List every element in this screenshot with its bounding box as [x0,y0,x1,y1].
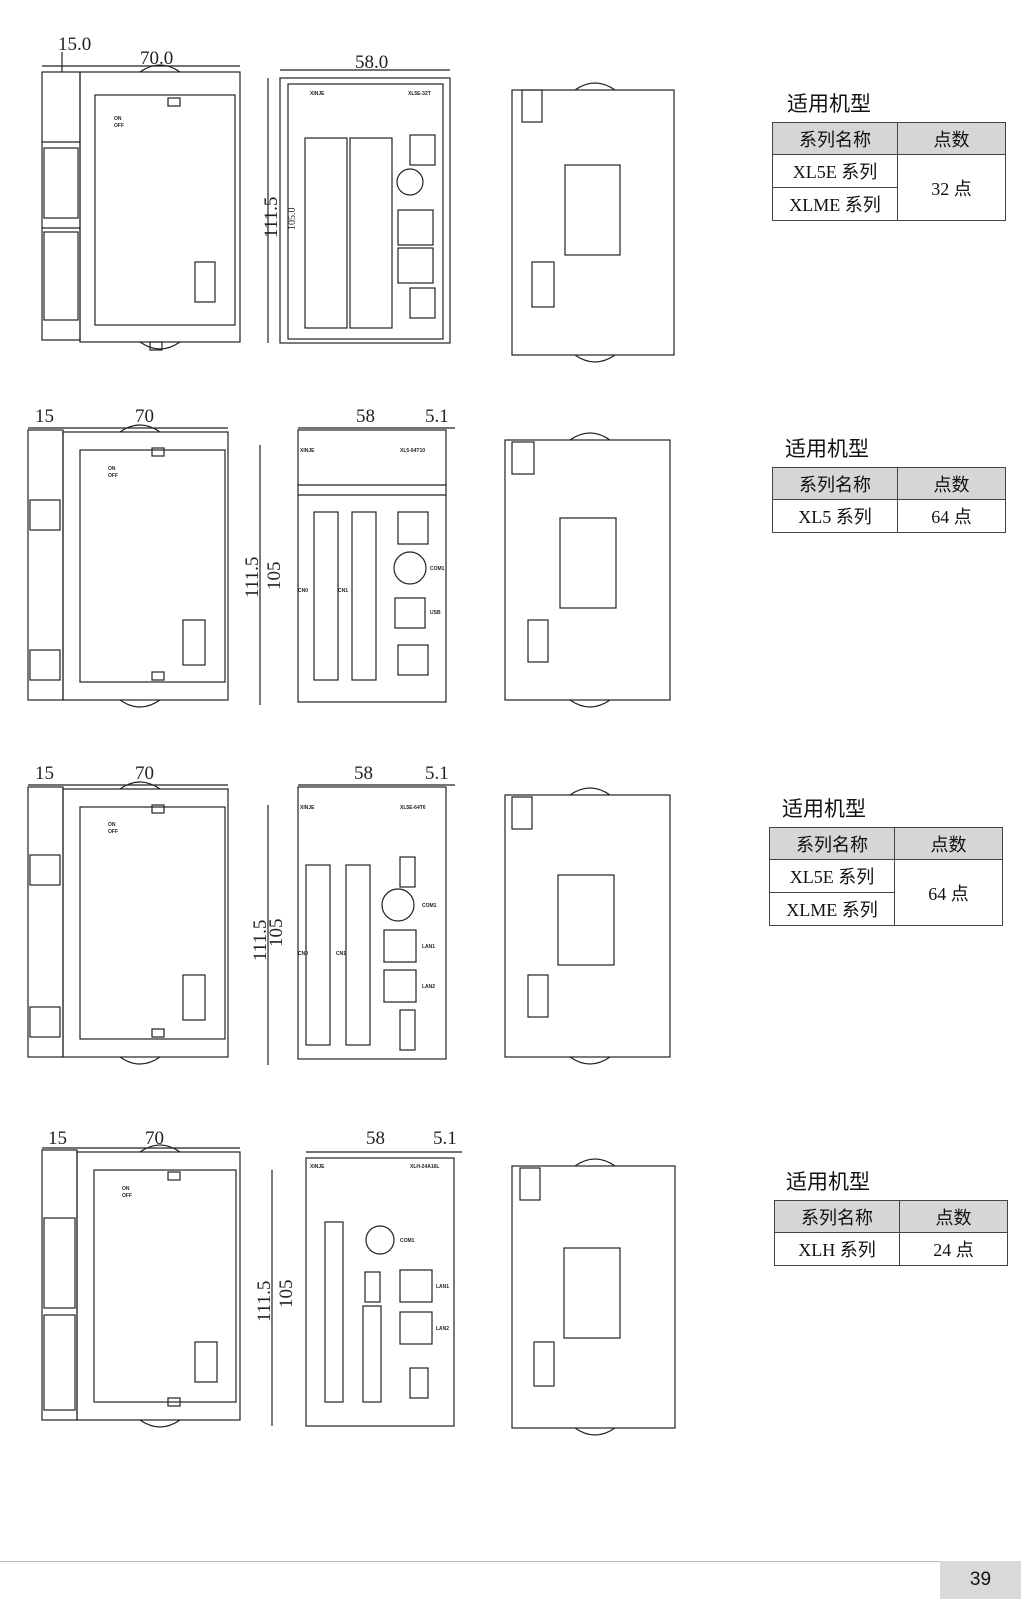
dim-front-width: 58.0 [355,52,388,73]
drawing-section-4: 15 70 58 5.1 111.5 105 XINJE XLH-24A16L … [0,1130,1021,1475]
brand-logo: XINJE [310,1164,325,1170]
brand-logo: XINJE [300,805,315,811]
brand-logo: XINJE [310,91,325,97]
series-cell: XL5E 系列 [772,154,898,188]
dim-front-extra: 5.1 [425,406,449,427]
fit-table: 系列名称 点数 XL5E 系列 64 点 XLME 系列 [769,827,1003,926]
drawing-section-3: 15 70 58 5.1 111.5 105 XINJE XL5E-64T6 C… [0,765,1021,1110]
series-cell: XL5 系列 [772,499,898,533]
points-cell: 24 点 [899,1232,1008,1266]
dimension-drawing-3: 15 70 58 5.1 111.5 105 XINJE XL5E-64T6 C… [27,765,671,1065]
fit-table: 系列名称 点数 XL5 系列 64 点 [772,467,1006,533]
dim-front-width: 58 [366,1130,385,1149]
drawing-section-1: 15.0 70.0 58.0 111.5 105.0 XINJE XL5E-32… [0,30,1021,375]
page-number: 39 [940,1561,1021,1599]
dimension-drawing-4: 15 70 58 5.1 111.5 105 XINJE XLH-24A16L … [41,1130,676,1436]
header-points: 点数 [894,827,1003,860]
dim-front-extra: 5.1 [433,1130,457,1149]
dim-front-inner: 105 [266,919,287,948]
header-points: 点数 [897,122,1006,155]
front-model-label: XL5-64T10 [400,448,425,454]
connector-label-cn0: CN0 [298,588,308,594]
fit-title: 适用机型 [786,1170,870,1194]
dim-front-inner: 105 [264,562,285,591]
switch-label-on: ON [122,1186,130,1192]
dim-front-height: 111.5 [261,197,282,238]
dimension-drawing-2: 15 70 58 5.1 111.5 105 XINJE XL5-64T10 C… [27,406,671,708]
fit-title: 适用机型 [785,437,869,461]
port-label-com1: COM1 [400,1238,415,1244]
dim-side-depth: 15 [35,765,54,784]
port-label-lan1: LAN1 [436,1284,449,1290]
dim-side-depth: 15 [35,406,54,427]
dim-front-width: 58 [354,765,373,784]
dim-side-depth: 15.0 [58,34,91,55]
header-series: 系列名称 [774,1200,900,1233]
switch-label-on: ON [114,116,122,122]
series-cell: XL5E 系列 [769,859,895,893]
fit-table: 系列名称 点数 XLH 系列 24 点 [774,1200,1008,1266]
dim-front-inner: 105 [276,1280,297,1309]
dim-side-depth: 15 [48,1130,67,1149]
switch-label-on: ON [108,466,116,472]
port-label-lan2: LAN2 [422,984,435,990]
series-cell: XLME 系列 [772,187,898,221]
switch-label-off: OFF [108,829,118,835]
header-points: 点数 [897,467,1006,500]
dim-front-height: 111.5 [250,920,271,961]
dimension-drawing-1: 15.0 70.0 58.0 111.5 105.0 XINJE XL5E-32… [41,34,675,363]
switch-label-off: OFF [122,1193,132,1199]
port-label-lan2: LAN2 [436,1326,449,1332]
switch-label-off: OFF [114,123,124,129]
port-label-com1: COM1 [430,566,445,572]
connector-label-cn1: CN1 [338,588,348,594]
port-label-usb: USB [430,610,441,616]
front-model-label: XLH-24A16L [410,1164,439,1170]
dim-front-height: 111.5 [242,557,263,598]
dim-side-width: 70.0 [140,48,173,69]
drawing-section-2: 15 70 58 5.1 111.5 105 XINJE XL5-64T10 C… [0,400,1021,745]
switch-label-on: ON [108,822,116,828]
port-label-lan1: LAN1 [422,944,435,950]
dim-side-width: 70 [145,1130,164,1149]
front-model-label: XL5E-32T [408,91,431,97]
header-series: 系列名称 [772,122,898,155]
series-cell: XLH 系列 [774,1232,900,1266]
header-points: 点数 [899,1200,1008,1233]
fit-title: 适用机型 [782,797,866,821]
front-model-label: XL5E-64T6 [400,805,426,811]
points-cell: 64 点 [897,499,1006,533]
switch-label-off: OFF [108,473,118,479]
dim-front-extra: 5.1 [425,765,449,784]
port-label-com1: COM1 [422,903,437,909]
dim-front-height: 111.5 [254,1281,275,1322]
brand-logo: XINJE [300,448,315,454]
connector-label-cn0: CN0 [298,951,308,957]
header-series: 系列名称 [772,467,898,500]
fit-title: 适用机型 [787,92,871,116]
connector-label-cn1: CN1 [336,951,346,957]
dim-front-inner: 105.0 [287,208,298,231]
footer-divider [0,1561,1021,1562]
points-cell: 32 点 [897,154,1006,221]
dim-front-width: 58 [356,406,375,427]
series-cell: XLME 系列 [769,892,895,926]
points-cell: 64 点 [894,859,1003,926]
dim-side-width: 70 [135,765,154,784]
dim-side-width: 70 [135,406,154,427]
header-series: 系列名称 [769,827,895,860]
fit-table: 系列名称 点数 XL5E 系列 32 点 XLME 系列 [772,122,1006,221]
